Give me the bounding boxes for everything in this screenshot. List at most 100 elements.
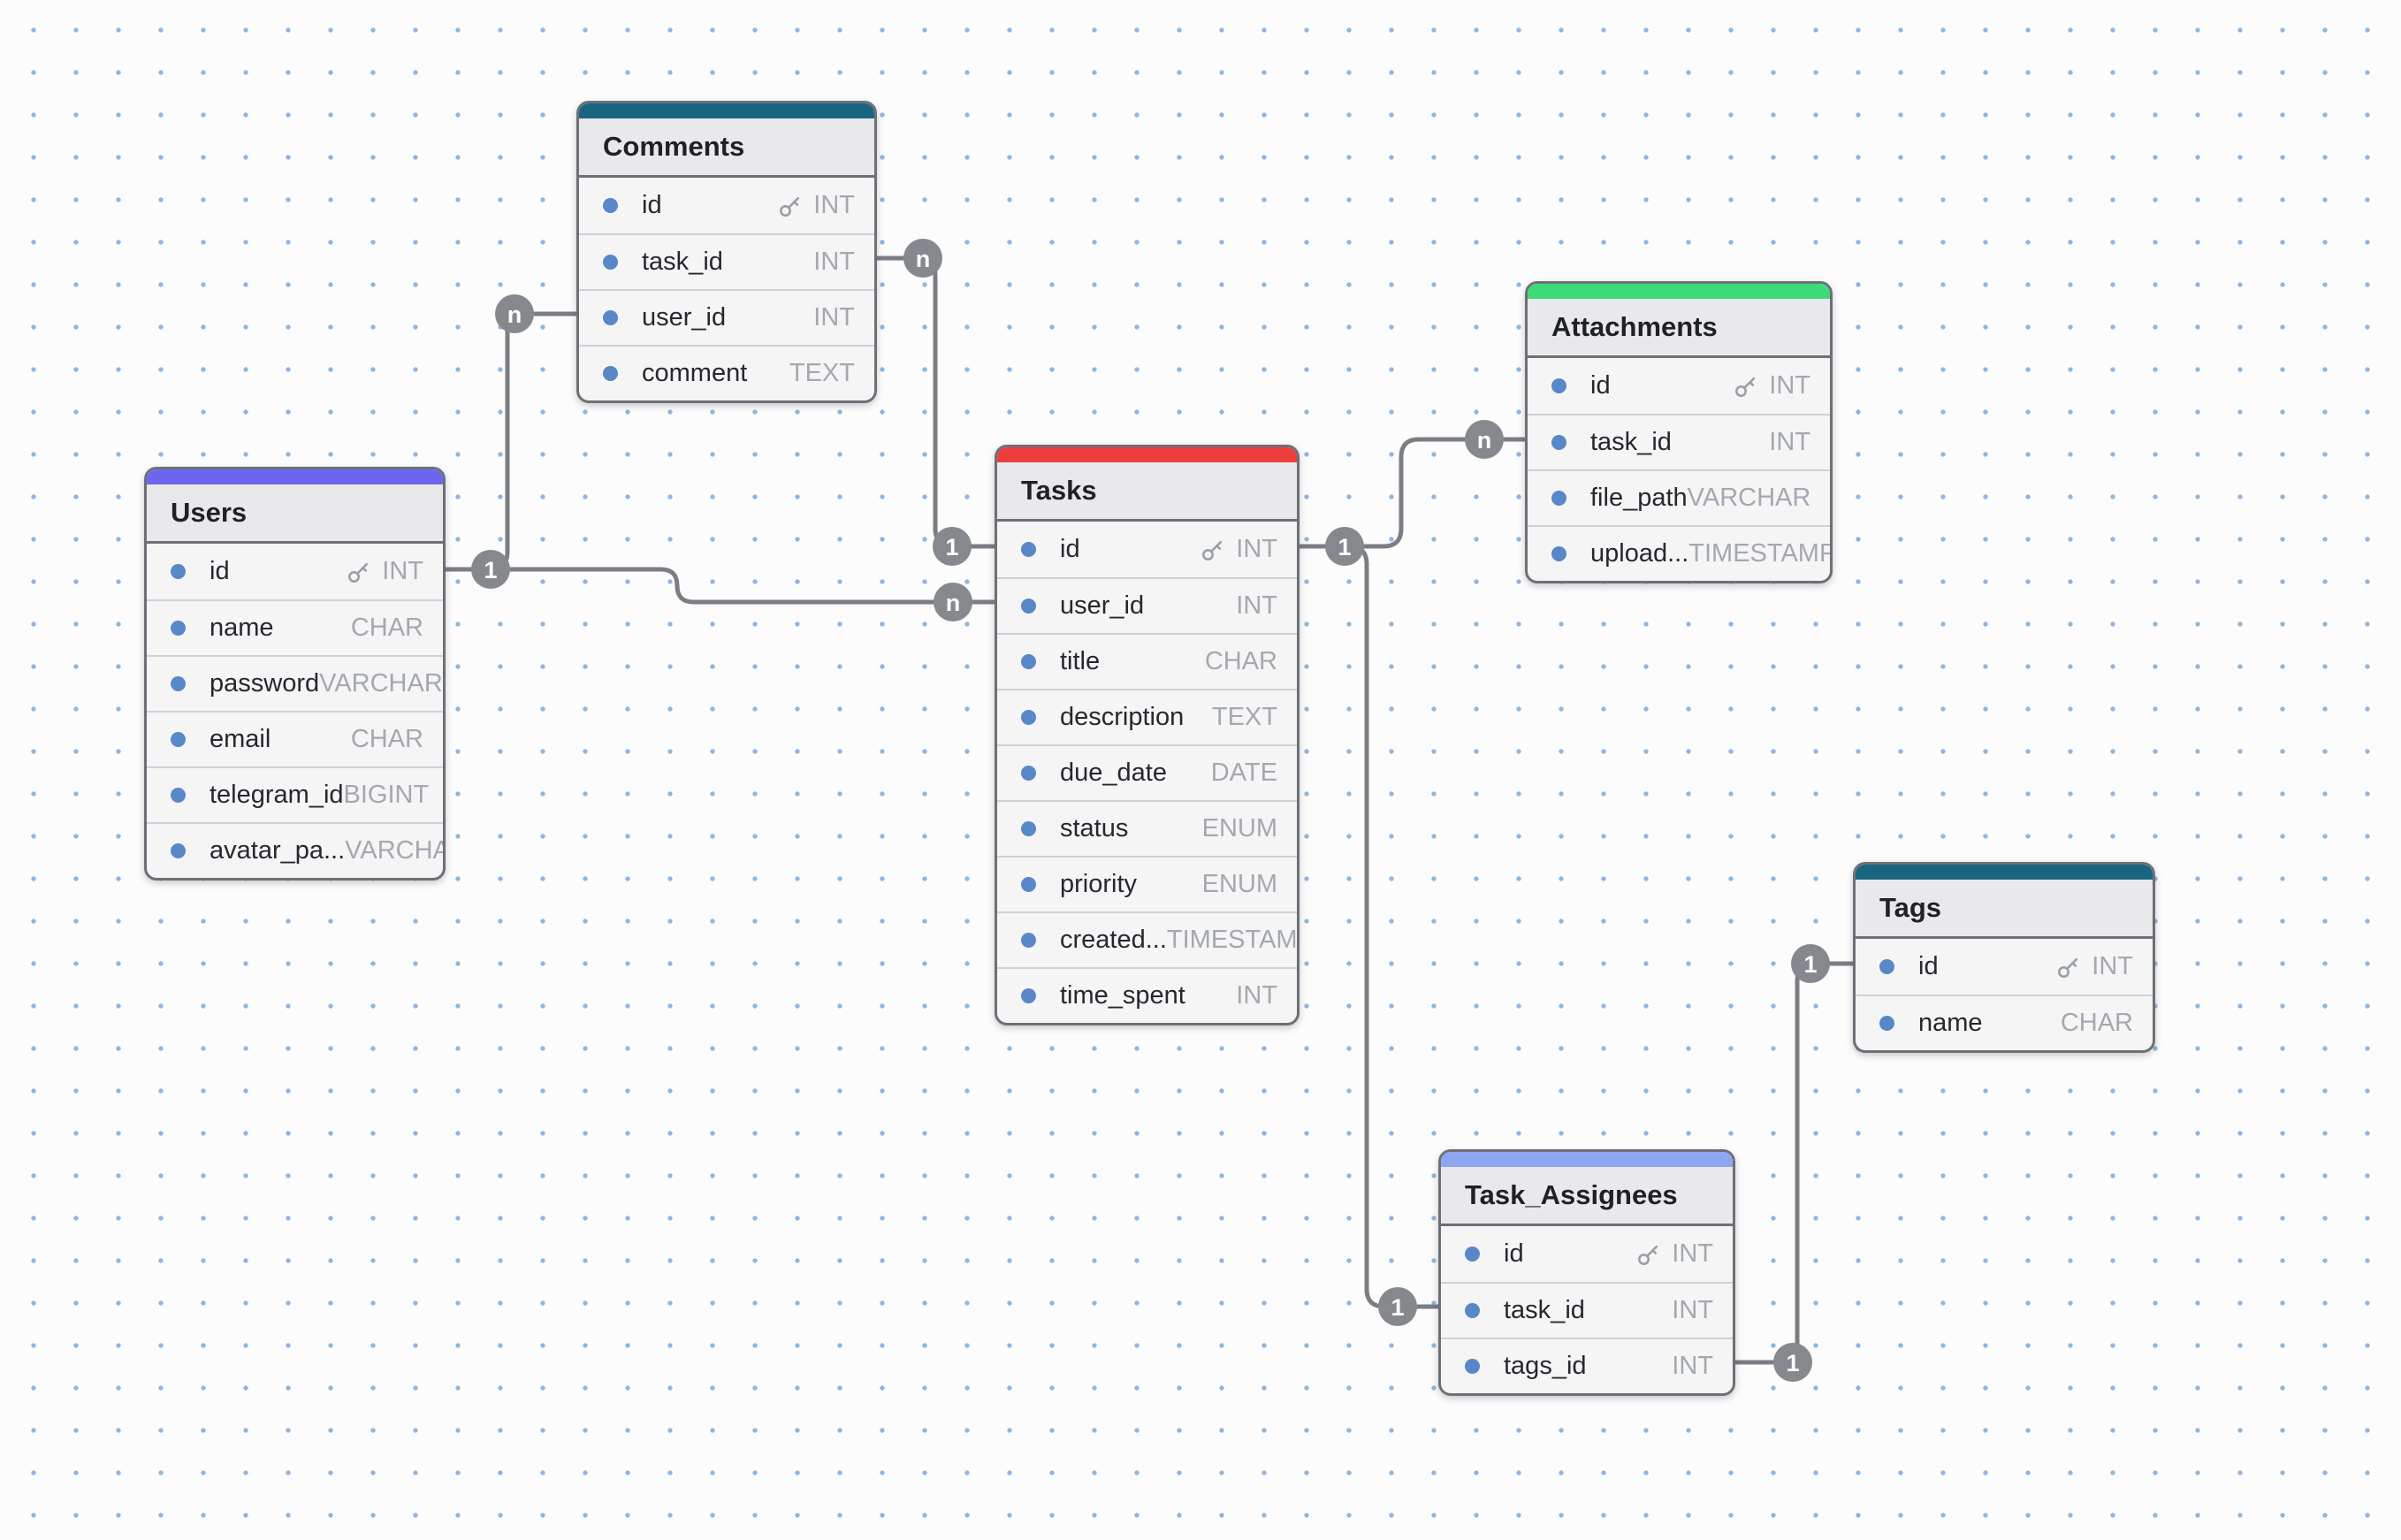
table-attachments[interactable]: Attachments id INT task_id [1525, 281, 1833, 583]
field-row-attachments-task_id[interactable]: task_id INT [1528, 414, 1830, 469]
field-name: upload... [1590, 539, 1689, 568]
field-type-text: BIGINT [343, 781, 430, 809]
field-row-tasks-due_date[interactable]: due_date DATE [997, 744, 1297, 800]
field-row-users-id[interactable]: id INT [147, 544, 443, 599]
field-dot-icon [1021, 598, 1036, 614]
table-task_assignees[interactable]: Task_Assignees id INT task_id [1438, 1149, 1735, 1396]
field-row-tags-name[interactable]: name CHAR [1856, 995, 2153, 1050]
field-row-tasks-description[interactable]: description TEXT [997, 689, 1297, 744]
field-type-text: DATE [1210, 759, 1277, 787]
table-comments[interactable]: Comments id INT task_id [576, 101, 877, 403]
field-name: name [210, 614, 274, 642]
field-row-tasks-time_spent[interactable]: time_spent INT [997, 967, 1297, 1023]
svg-text:1: 1 [1338, 534, 1351, 560]
field-row-tasks-user_id[interactable]: user_id INT [997, 577, 1297, 633]
field-name: user_id [1060, 591, 1145, 620]
field-name: created... [1060, 926, 1167, 954]
field-row-comments-comment[interactable]: comment TEXT [579, 345, 874, 400]
field-type: INT [1635, 1239, 1713, 1269]
field-type-text: CHAR [350, 614, 423, 642]
relationship-users-tasks[interactable] [446, 567, 995, 605]
field-name: user_id [642, 303, 727, 332]
table-tasks[interactable]: Tasks id INT user_id [995, 445, 1300, 1025]
field-row-attachments-upload[interactable]: upload... TIMESTAMP [1528, 525, 1830, 581]
field-row-users-password[interactable]: password VARCHAR [147, 655, 443, 711]
field-name: id [1504, 1239, 1524, 1268]
field-dot-icon [1021, 654, 1036, 669]
field-name: description [1060, 703, 1185, 731]
field-dot-icon [603, 366, 618, 381]
cardinality-badge-users-comments-n: n [495, 294, 534, 333]
field-type-text: VARCHAR [1687, 484, 1811, 512]
field-type-text: VARCHAR [319, 669, 443, 698]
field-dot-icon [1021, 710, 1036, 725]
field-name: task_id [1504, 1296, 1585, 1324]
field-row-task_assignees-task_id[interactable]: task_id INT [1441, 1282, 1733, 1338]
field-row-tasks-id[interactable]: id INT [997, 522, 1297, 577]
field-type-text: CHAR [350, 725, 423, 753]
svg-text:1: 1 [484, 557, 497, 583]
field-row-tasks-title[interactable]: title CHAR [997, 633, 1297, 689]
field-type: INT [813, 248, 855, 277]
field-type: VARCHAR [319, 669, 443, 698]
table-accent-strip [579, 103, 874, 118]
field-type: INT [1732, 371, 1810, 400]
field-dot-icon [171, 676, 186, 691]
field-row-comments-task_id[interactable]: task_id INT [579, 233, 874, 289]
table-fields: id INT task_id [579, 178, 874, 400]
field-type: INT [1236, 591, 1277, 621]
field-name: file_path [1590, 484, 1688, 512]
table-tags[interactable]: Tags id INT name [1853, 862, 2155, 1053]
field-type: VARCHAR [1688, 484, 1811, 513]
field-row-task_assignees-id[interactable]: id INT [1441, 1226, 1733, 1282]
field-row-attachments-id[interactable]: id INT [1528, 358, 1830, 414]
field-row-tasks-status[interactable]: status ENUM [997, 800, 1297, 856]
field-type: INT [1236, 981, 1277, 1010]
field-row-tasks-created[interactable]: created... TIMESTAMP [997, 911, 1297, 967]
field-dot-icon [1021, 933, 1036, 948]
table-users[interactable]: Users id INT name [144, 467, 446, 881]
field-type: CHAR [351, 614, 423, 643]
field-type-text: TEXT [789, 359, 855, 387]
relationship-tasks-attachments[interactable] [1300, 437, 1525, 549]
field-type: ENUM [1202, 870, 1277, 899]
cardinality-badge-task_assignees-tags-1: 1 [1773, 1343, 1812, 1382]
field-row-tasks-priority[interactable]: priority ENUM [997, 856, 1297, 911]
field-row-users-telegram_id[interactable]: telegram_id BIGINT [147, 766, 443, 822]
cardinality-badge-comments-tasks-n: n [903, 239, 942, 278]
field-name: due_date [1060, 759, 1167, 787]
primary-key-icon [2054, 953, 2083, 981]
field-row-users-name[interactable]: name CHAR [147, 599, 443, 655]
field-name: avatar_pa... [210, 836, 346, 865]
field-row-task_assignees-tags_id[interactable]: tags_id INT [1441, 1338, 1733, 1393]
field-type: TIMESTAMP [1167, 926, 1297, 955]
field-type: CHAR [351, 725, 423, 754]
field-dot-icon [171, 732, 186, 747]
field-dot-icon [603, 310, 618, 325]
field-dot-icon [1551, 491, 1566, 506]
field-row-tags-id[interactable]: id INT [1856, 939, 2153, 995]
field-type-text: ENUM [1201, 870, 1277, 898]
field-type-text: CHAR [1204, 647, 1277, 675]
svg-text:n: n [507, 301, 522, 328]
table-accent-strip [1441, 1152, 1733, 1167]
field-row-comments-user_id[interactable]: user_id INT [579, 289, 874, 345]
field-dot-icon [171, 843, 186, 858]
field-type-text: INT [1236, 535, 1277, 563]
field-row-attachments-file_path[interactable]: file_path VARCHAR [1528, 469, 1830, 525]
field-type: BIGINT [344, 781, 430, 810]
field-row-users-email[interactable]: email CHAR [147, 711, 443, 766]
field-row-comments-id[interactable]: id INT [579, 178, 874, 233]
svg-text:1: 1 [945, 534, 958, 560]
field-name: id [1060, 535, 1080, 563]
field-dot-icon [1551, 435, 1566, 450]
field-row-users-avatar_pa[interactable]: avatar_pa... VARCHAR [147, 822, 443, 878]
primary-key-icon [1199, 536, 1227, 564]
table-title: Task_Assignees [1441, 1167, 1733, 1226]
table-accent-strip [1528, 284, 1830, 299]
table-fields: id INT name [1856, 939, 2153, 1050]
field-type-text: INT [813, 248, 855, 276]
